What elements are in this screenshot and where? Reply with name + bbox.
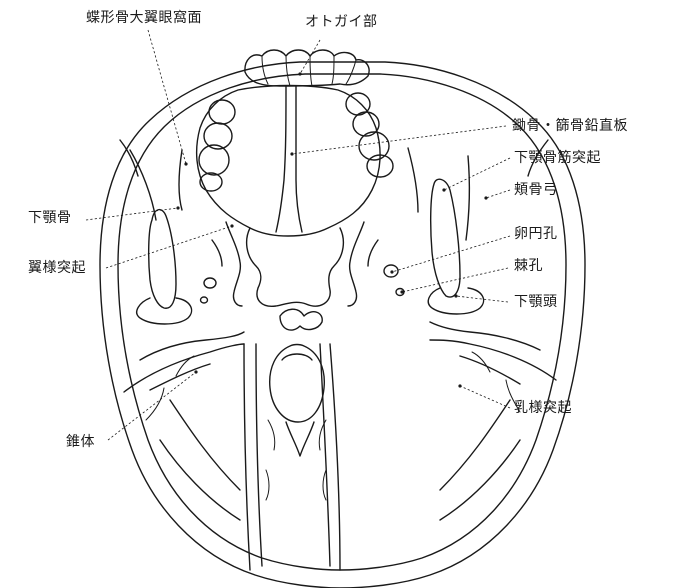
leader-zygomatic <box>485 189 511 199</box>
foramen-spinosum-left <box>199 296 209 304</box>
label-zygomatic-arch: 頬骨弓 <box>514 182 558 198</box>
leader-head <box>455 295 509 303</box>
skull-outline <box>99 61 586 588</box>
label-pyramid: 錐体 <box>66 434 95 450</box>
leader-pterygoid <box>105 225 233 269</box>
label-vomer-ethmoid: 鋤骨・篩骨鉛直板 <box>512 118 628 134</box>
leader-vomer <box>291 125 507 155</box>
leader-sphenoid <box>147 29 187 165</box>
label-sphenoid-orbital-surface: 蝶形骨大翼眼窩面 <box>86 10 202 26</box>
petrous-right <box>429 321 541 351</box>
skull-inner-outline <box>117 73 567 571</box>
mandible-ramus-right <box>429 178 461 298</box>
mandible-ramus-left <box>147 209 177 309</box>
label-foramen-spinosum: 棘孔 <box>514 258 543 274</box>
incisor-row <box>244 49 370 87</box>
leader-otogai <box>299 39 321 75</box>
label-mandibular-head: 下顎頭 <box>514 294 558 310</box>
label-pterygoid-process: 翼様突起 <box>28 260 86 276</box>
foramen-ovale-left <box>203 277 217 289</box>
label-coronoid-process: 下顎骨筋突起 <box>514 150 601 166</box>
leader-coronoid <box>443 157 511 191</box>
leader-pyramid <box>107 371 197 441</box>
label-foramen-ovale: 卵円孔 <box>514 226 558 242</box>
foramen-spinosum-right <box>395 287 405 297</box>
vomer <box>275 85 287 233</box>
palate <box>195 84 381 237</box>
sphenoid-body <box>245 227 345 307</box>
leader-mandible <box>85 207 179 221</box>
leader-ovale <box>391 235 511 273</box>
foramen-ovale-right <box>383 264 399 278</box>
petrous-left <box>139 331 245 361</box>
label-mandible: 下顎骨 <box>28 210 72 226</box>
label-mastoid-process: 乳様突起 <box>514 400 572 416</box>
label-otogai: オトガイ部 <box>305 14 378 30</box>
leader-spinosum <box>401 267 509 293</box>
sella <box>279 308 323 331</box>
foramen-magnum <box>269 343 325 423</box>
leader-mastoid <box>459 385 511 409</box>
